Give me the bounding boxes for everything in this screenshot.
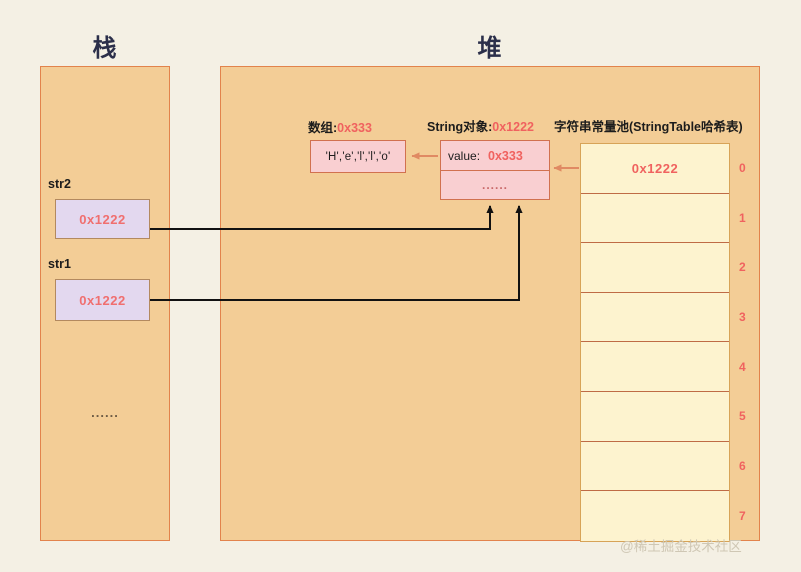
stack-variable-label-str1: str1	[48, 257, 71, 271]
stack-variable-box-str1: 0x1222	[55, 279, 150, 321]
string-object-caption-label: String对象:	[427, 120, 493, 134]
string-object-value-field: value: 0x333	[441, 141, 549, 171]
string-table-row: 4	[581, 342, 746, 392]
stack-variable-box-str2: 0x1222	[55, 199, 150, 239]
string-object-field-name: value:	[448, 148, 481, 163]
char-array-box: 'H','e','l','l','o'	[310, 140, 406, 173]
string-pool-caption: 字符串常量池(StringTable哈希表)	[554, 120, 743, 134]
stack-variable-label-str2: str2	[48, 177, 71, 191]
string-table-row-index: 3	[739, 310, 747, 325]
watermark: @稀土掘金技术社区	[620, 539, 742, 554]
string-table-row: 1	[581, 194, 746, 244]
char-array-caption-label: 数组:	[308, 121, 338, 135]
string-table-row-index: 0	[739, 161, 747, 176]
string-object-field-value: 0x333	[488, 148, 523, 163]
string-table-row: 5	[581, 392, 746, 442]
char-array-caption-address: 0x333	[337, 121, 372, 135]
string-table-row: 6	[581, 442, 746, 492]
string-table-row-index: 7	[739, 508, 747, 523]
string-table-row: 0x1222 0	[581, 144, 746, 194]
string-table-row: 2	[581, 243, 746, 293]
string-object-caption-address: 0x1222	[492, 120, 534, 134]
string-table-row-index: 5	[739, 409, 747, 424]
string-object-box: value: 0x333 ......	[440, 140, 550, 200]
string-table-row-index: 6	[739, 458, 747, 473]
string-table-row-index: 2	[739, 260, 747, 275]
string-object-caption: String对象:0x1222	[427, 116, 534, 135]
stack-section-title: 栈	[92, 35, 118, 62]
heap-section-title: 堆	[477, 35, 503, 62]
string-table-row: 7	[581, 491, 746, 541]
string-table-row-index: 4	[739, 359, 747, 374]
string-table-row: 3	[581, 293, 746, 343]
string-object-more-fields: ......	[481, 178, 508, 193]
string-table-cell-value: 0x1222	[631, 160, 679, 176]
stack-ellipsis: ......	[91, 405, 119, 420]
string-table: 0x1222 0 1 2 3 4 5 6 7	[580, 143, 746, 542]
string-table-row-index: 1	[739, 210, 747, 225]
char-array-caption: 数组:0x333	[308, 117, 372, 136]
